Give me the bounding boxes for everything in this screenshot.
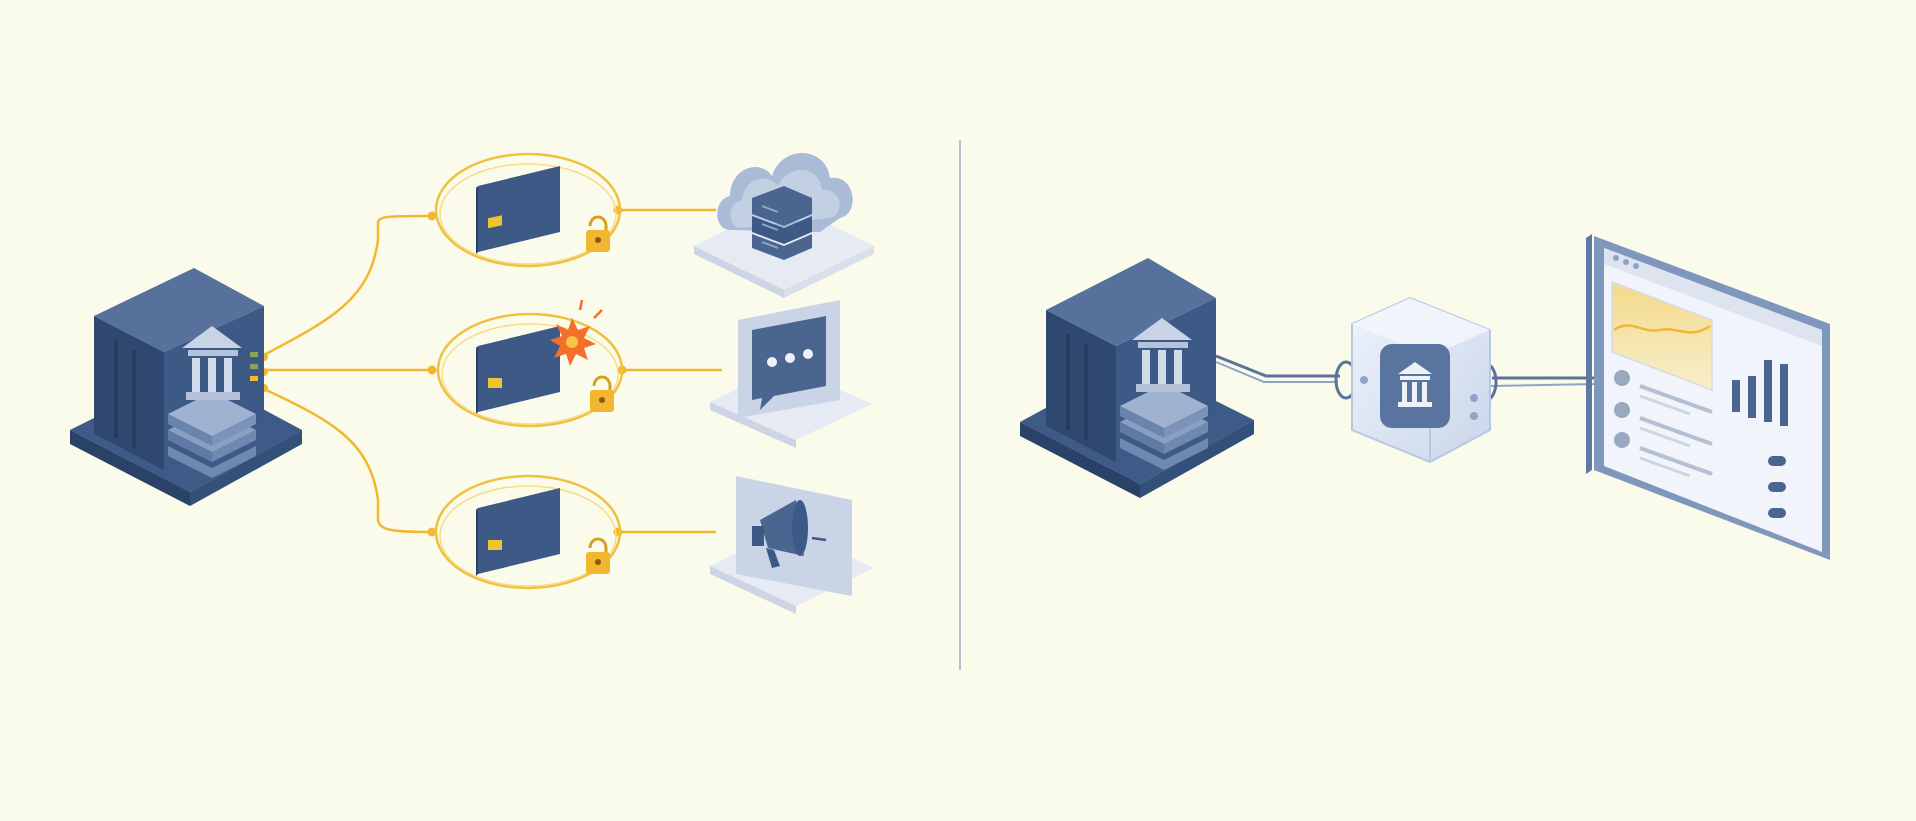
padlock-icon bbox=[590, 375, 614, 412]
right-panel bbox=[1020, 234, 1830, 560]
connector-node bbox=[427, 527, 437, 537]
credit-card-icon bbox=[476, 488, 560, 576]
secure-channel-middle bbox=[436, 299, 624, 428]
gold-connectors bbox=[261, 208, 722, 534]
bank-gateway-cube-icon bbox=[1351, 296, 1491, 464]
padlock-icon bbox=[586, 537, 610, 574]
secure-channel-top bbox=[434, 152, 622, 268]
dashboard-window-icon bbox=[1586, 234, 1830, 560]
list-item bbox=[1614, 432, 1786, 518]
megaphone-icon bbox=[710, 476, 874, 614]
cloud-storage-icon bbox=[694, 152, 874, 298]
secure-channel-bottom bbox=[434, 474, 622, 590]
bank-server-icon bbox=[1020, 258, 1254, 498]
connector-node bbox=[427, 211, 437, 221]
bar-chart-widget bbox=[1732, 360, 1788, 426]
connector-bottom bbox=[261, 386, 435, 534]
chat-bubble-icon bbox=[710, 300, 872, 448]
bank-server-icon bbox=[70, 268, 302, 506]
left-panel bbox=[70, 152, 874, 614]
connector-node bbox=[427, 365, 437, 375]
credit-card-icon bbox=[476, 326, 560, 414]
credit-card-icon bbox=[476, 166, 560, 254]
list-item bbox=[1614, 370, 1786, 466]
connector-top bbox=[261, 214, 435, 358]
alert-burst-icon bbox=[550, 299, 603, 366]
list-item bbox=[1614, 402, 1786, 492]
line-chart-widget bbox=[1611, 280, 1713, 392]
padlock-icon bbox=[586, 215, 610, 252]
